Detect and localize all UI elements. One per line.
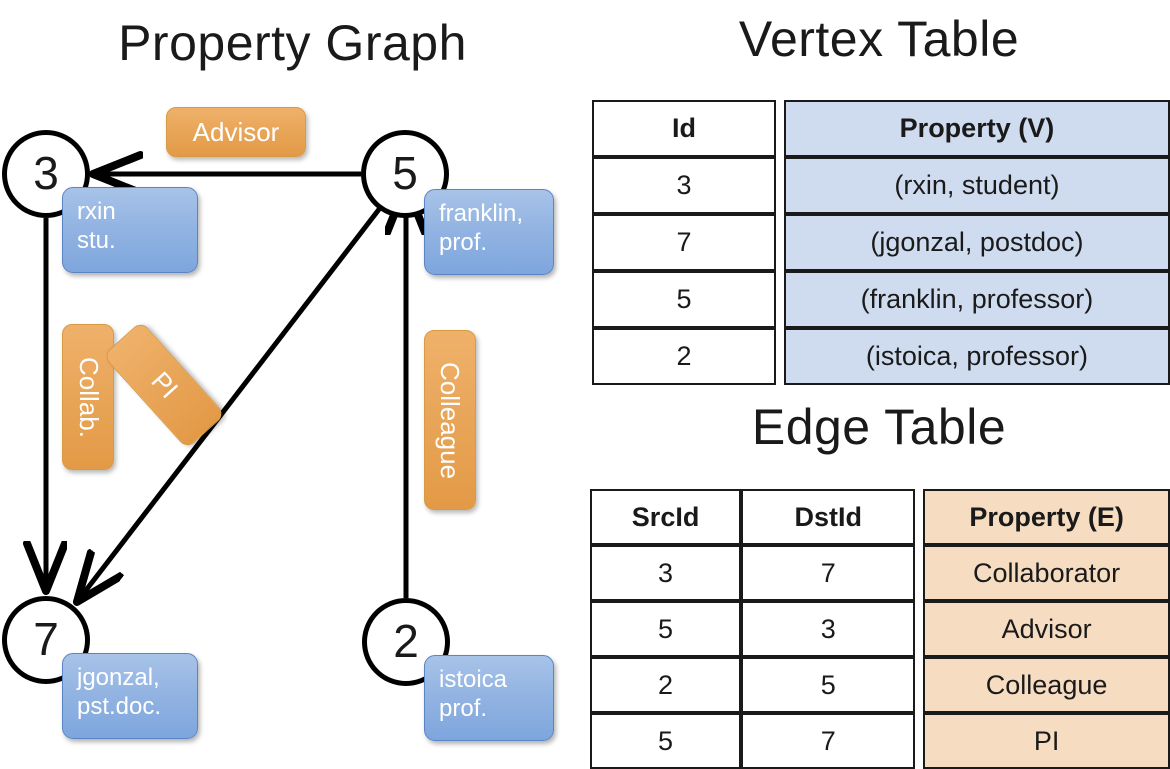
table-row[interactable]: 3 7 Collaborator [590, 545, 1170, 601]
graph-node-5-label: 5 [392, 147, 418, 199]
vertex-property-rxin-line1: rxin [77, 198, 116, 225]
property-graph-diagram [0, 86, 585, 760]
vertex-property-franklin-line1: franklin, [439, 200, 524, 227]
vertex-table-cell-id: 2 [592, 328, 776, 385]
vertex-table-header-id: Id [592, 100, 776, 157]
edge-table-cell-dstid: 3 [741, 601, 916, 657]
edge-table-cell-srcid: 5 [590, 601, 742, 657]
edge-label-pi-text: PI [144, 365, 184, 404]
table-row[interactable]: 2 (istoica, professor) [592, 328, 1170, 385]
vertex-table-cell-id: 5 [592, 271, 776, 328]
edge-label-advisor-text: Advisor [192, 116, 280, 147]
graph-node-3-label: 3 [33, 147, 59, 199]
edge-table-column-gap [915, 489, 924, 545]
vertex-property-box-rxin: rxin stu. [62, 187, 198, 273]
vertex-table-column-gap [776, 100, 784, 157]
edge-table-cell-srcid: 5 [590, 713, 742, 769]
edge-table-cell-property: Colleague [923, 657, 1170, 713]
table-row[interactable]: 7 (jgonzal, postdoc) [592, 214, 1170, 271]
edge-label-collaborator: Collab. [62, 324, 114, 470]
graph-node-2-label: 2 [393, 615, 419, 667]
edge-table-column-gap [915, 657, 924, 713]
vertex-table-cell-property: (istoica, professor) [783, 328, 1170, 385]
edge-table-header-dstid: DstId [741, 489, 916, 545]
edge-table: SrcId DstId Property (E) 3 7 Collaborato… [590, 489, 1170, 769]
vertex-table-column-gap [776, 157, 784, 214]
vertex-table-header-row: Id Property (V) [592, 100, 1170, 157]
vertex-property-jgonzal-line1: jgonzal, [77, 664, 160, 691]
table-row[interactable]: 2 5 Colleague [590, 657, 1170, 713]
table-row[interactable]: 3 (rxin, student) [592, 157, 1170, 214]
vertex-property-jgonzal-line2: pst.doc. [77, 693, 162, 721]
page-title-property-graph: Property Graph [118, 15, 467, 71]
page-title-vertex-table: Vertex Table [738, 11, 1020, 67]
edge-table-cell-property: Advisor [923, 601, 1170, 657]
edge-table-cell-dstid: 5 [741, 657, 916, 713]
edge-label-colleague: Colleague [424, 330, 476, 510]
table-row[interactable]: 5 7 PI [590, 713, 1170, 769]
edge-table-cell-dstid: 7 [741, 713, 916, 769]
edge-table-cell-srcid: 2 [590, 657, 742, 713]
vertex-table-cell-id: 7 [592, 214, 776, 271]
edge-table-cell-srcid: 3 [590, 545, 742, 601]
table-row[interactable]: 5 3 Advisor [590, 601, 1170, 657]
edge-table-header-srcid: SrcId [590, 489, 742, 545]
edge-table-column-gap [915, 601, 924, 657]
vertex-property-franklin-line2: prof. [439, 229, 488, 257]
edge-label-advisor: Advisor [166, 107, 306, 157]
vertex-property-box-istoica: istoica prof. [424, 655, 554, 741]
vertex-table-cell-property: (franklin, professor) [783, 271, 1170, 328]
edge-table-cell-property: PI [923, 713, 1170, 769]
vertex-property-istoica-line2: prof. [439, 695, 488, 723]
vertex-property-box-jgonzal: jgonzal, pst.doc. [62, 653, 198, 739]
edge-table-cell-property: Collaborator [923, 545, 1170, 601]
vertex-table-cell-property: (rxin, student) [783, 157, 1170, 214]
vertex-table-column-gap [776, 328, 784, 385]
vertex-table: Id Property (V) 3 (rxin, student) 7 (jgo… [592, 100, 1170, 385]
vertex-table-header-property: Property (V) [783, 100, 1170, 157]
vertex-table-cell-id: 3 [592, 157, 776, 214]
graph-node-7-label: 7 [33, 613, 59, 665]
vertex-table-cell-property: (jgonzal, postdoc) [783, 214, 1170, 271]
graph-node-3[interactable]: 3 [2, 130, 90, 218]
edge-5-to-7-pi [80, 206, 382, 598]
edge-table-column-gap [915, 545, 924, 601]
vertex-table-column-gap [776, 271, 784, 328]
edge-label-collaborator-text: Collab. [73, 356, 104, 438]
edge-table-cell-dstid: 7 [741, 545, 916, 601]
vertex-table-column-gap [776, 214, 784, 271]
vertex-property-rxin-line2: stu. [77, 227, 116, 255]
table-row[interactable]: 5 (franklin, professor) [592, 271, 1170, 328]
edge-label-colleague-text: Colleague [435, 361, 466, 479]
vertex-property-istoica-line1: istoica [439, 666, 508, 693]
graph-edges-svg [0, 86, 585, 760]
vertex-property-box-franklin: franklin, prof. [424, 189, 554, 275]
page-title-edge-table: Edge Table [751, 399, 1007, 455]
edge-table-column-gap [915, 713, 924, 769]
edge-table-header-row: SrcId DstId Property (E) [590, 489, 1170, 545]
edge-table-header-property: Property (E) [923, 489, 1170, 545]
